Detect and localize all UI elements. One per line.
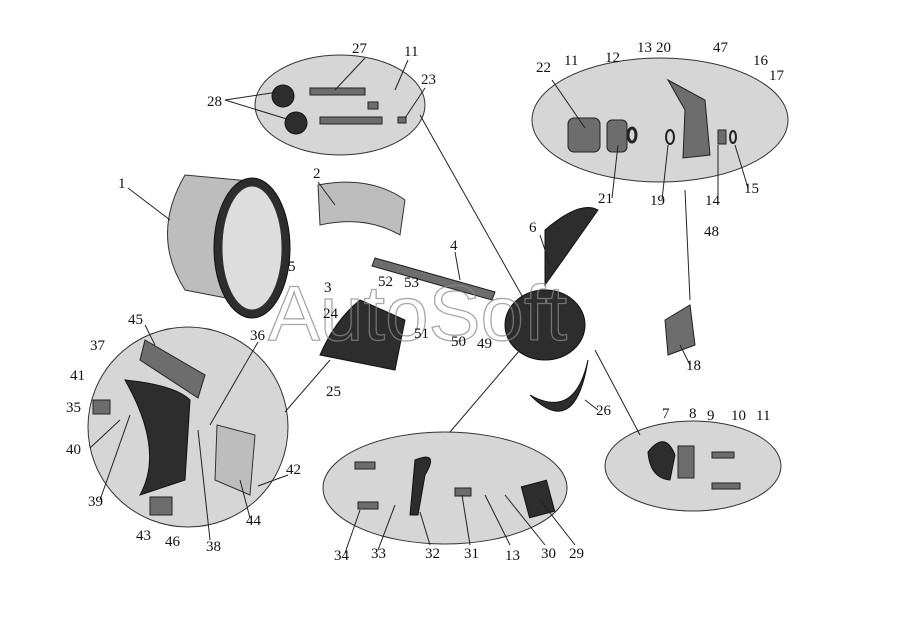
part-label: 26 — [596, 403, 612, 419]
bottom-bolts-parts — [354, 456, 556, 519]
slack-adjuster-parts — [567, 78, 737, 159]
part-label: 22 — [536, 60, 551, 76]
part-label: 45 — [128, 312, 143, 328]
bracket-18 — [664, 304, 696, 356]
part-label: 48 — [704, 224, 719, 240]
part-label: 37 — [90, 338, 106, 354]
part-label: 11 — [564, 53, 578, 69]
part-label: 39 — [88, 494, 103, 510]
dust-shield-upper — [544, 207, 599, 287]
leader-lines — [89, 57, 749, 554]
part-label: 5 — [288, 259, 296, 275]
part-label: 46 — [165, 534, 181, 550]
part-label: 23 — [421, 72, 436, 88]
part-label: 17 — [769, 68, 785, 84]
part-label: 2 — [313, 166, 321, 182]
part-label: 12 — [605, 50, 620, 66]
part-label: 49 — [477, 336, 492, 352]
part-label: 16 — [753, 53, 769, 69]
part-label: 29 — [569, 546, 584, 562]
part-label: 35 — [66, 400, 81, 416]
part-label: 24 — [323, 306, 339, 322]
part-label: 8 — [689, 406, 697, 422]
part-label: 53 — [404, 275, 419, 291]
part-label: 33 — [371, 546, 386, 562]
part-label: 38 — [206, 539, 221, 555]
top-pins-parts — [271, 84, 407, 135]
part-label: 21 — [598, 191, 613, 207]
autosoft-watermark: AutoSoft — [268, 269, 568, 357]
part-label: 9 — [707, 408, 715, 424]
part-label: 50 — [451, 334, 466, 350]
group-bottom-bolts — [322, 431, 568, 545]
part-label: 1 — [118, 176, 126, 192]
part-label: 40 — [66, 442, 81, 458]
part-label: 44 — [246, 513, 262, 529]
part-label: 14 — [705, 193, 721, 209]
part-label: 31 — [464, 546, 479, 562]
camshaft — [371, 257, 496, 301]
part-label: 28 — [207, 94, 222, 110]
part-label: 19 — [650, 193, 665, 209]
part-label: 30 — [541, 546, 556, 562]
brake-shoe-parts — [92, 339, 256, 516]
part-label: 7 — [662, 406, 670, 422]
dust-shield-lower — [529, 359, 589, 412]
brake-spider — [504, 289, 586, 361]
part-labels: 27 11 28 23 1 2 4 5 3 52 53 6 24 51 50 4… — [66, 40, 785, 564]
cam-bracket-parts — [647, 441, 741, 490]
part-label: 11 — [404, 44, 418, 60]
part-label: 3 — [324, 280, 332, 296]
part-label: 4 — [450, 238, 458, 254]
part-label: 13 — [505, 548, 520, 564]
part-label: 20 — [656, 40, 671, 56]
part-label: 11 — [756, 408, 770, 424]
part-label: 10 — [731, 408, 746, 424]
part-label: 43 — [136, 528, 151, 544]
part-label: 27 — [352, 41, 368, 57]
part-label: 32 — [425, 546, 440, 562]
brake-drum — [167, 174, 291, 319]
brake-shoe-assembly — [319, 299, 406, 371]
part-label: 47 — [713, 40, 729, 56]
part-label: 52 — [378, 274, 393, 290]
part-label: 51 — [414, 326, 429, 342]
part-label: 34 — [334, 548, 350, 564]
part-label: 36 — [250, 328, 266, 344]
part-label: 25 — [326, 384, 341, 400]
part-label: 6 — [529, 220, 537, 236]
part-label: 15 — [744, 181, 759, 197]
brake-lining — [317, 181, 406, 236]
part-label: 41 — [70, 368, 85, 384]
part-label: 42 — [286, 462, 301, 478]
part-label: 18 — [686, 358, 701, 374]
part-label: 13 — [637, 40, 652, 56]
